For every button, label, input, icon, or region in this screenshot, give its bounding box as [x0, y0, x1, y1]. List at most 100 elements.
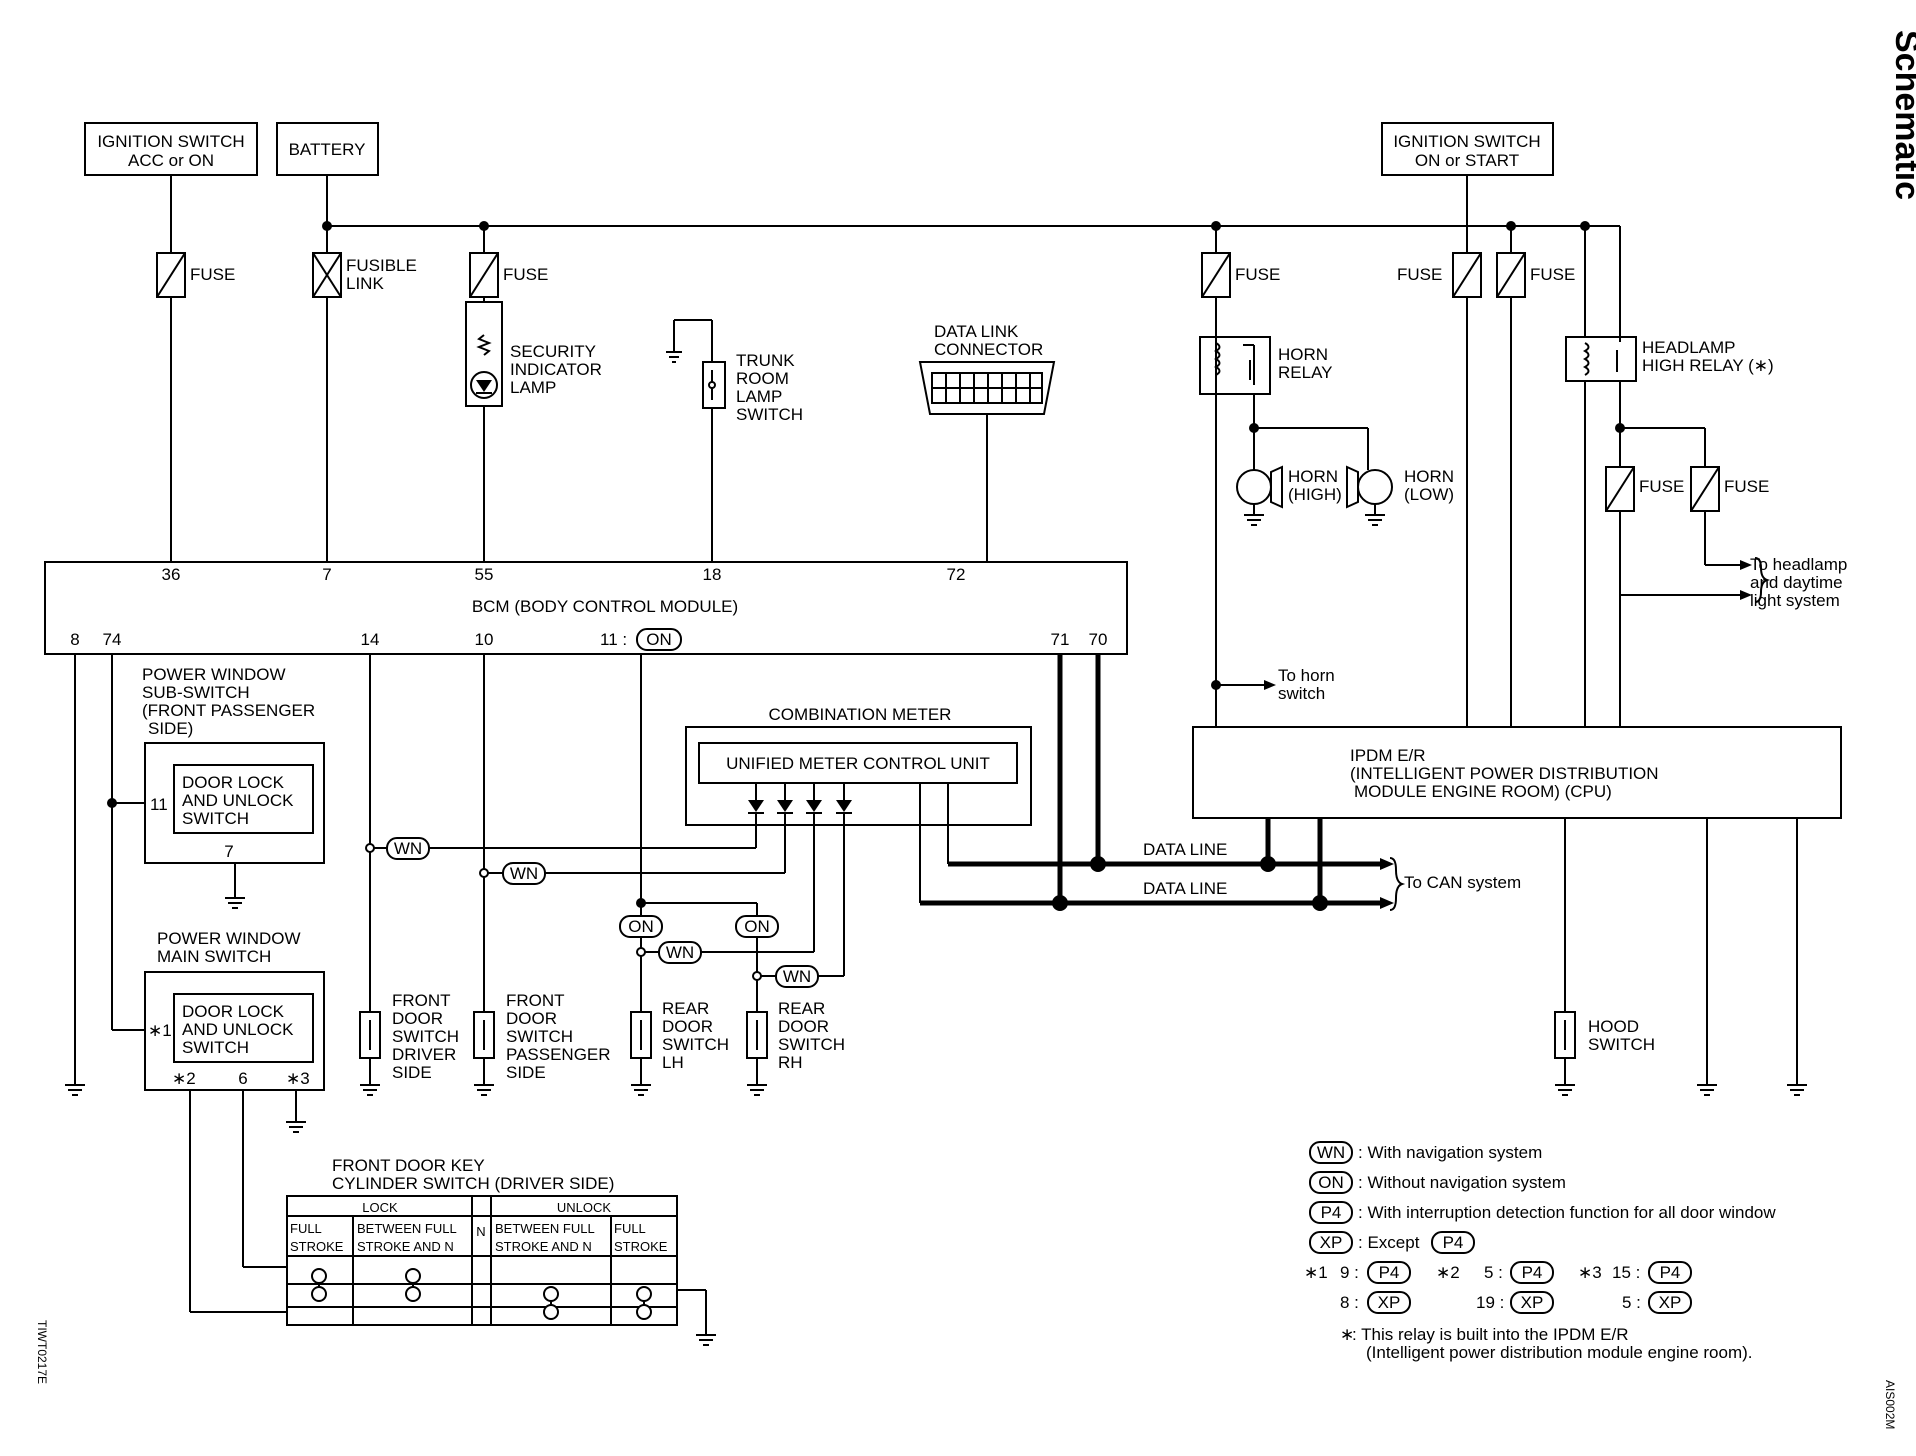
- svg-text:10: 10: [475, 630, 494, 649]
- svg-text:IGNITION SWITCH: IGNITION SWITCH: [97, 132, 244, 151]
- supply-wires: [322, 175, 1590, 727]
- svg-text:ON: ON: [744, 917, 770, 936]
- svg-text:71: 71: [1051, 630, 1070, 649]
- horn-relay: HORN RELAY: [1199, 336, 1333, 727]
- svg-text:BETWEEN FULL: BETWEEN FULL: [357, 1221, 457, 1236]
- svg-text:FUSE: FUSE: [1235, 265, 1280, 284]
- svg-text:WN: WN: [783, 967, 811, 986]
- svg-text:FUSE: FUSE: [1530, 265, 1575, 284]
- svg-text:XP: XP: [1320, 1233, 1343, 1252]
- svg-text:UNLOCK: UNLOCK: [557, 1200, 612, 1215]
- svg-text:: Except: : Except: [1358, 1233, 1420, 1252]
- svg-text:AND UNLOCK: AND UNLOCK: [182, 791, 294, 810]
- svg-text:UNIFIED METER CONTROL UNIT: UNIFIED METER CONTROL UNIT: [726, 754, 990, 773]
- svg-text:DOOR LOCK: DOOR LOCK: [182, 1002, 285, 1021]
- svg-text:FUSE: FUSE: [190, 265, 235, 284]
- svg-text:BATTERY: BATTERY: [289, 140, 366, 159]
- svg-text:72: 72: [947, 565, 966, 584]
- svg-text:ACC or ON: ACC or ON: [128, 151, 214, 170]
- svg-text:XP: XP: [1659, 1293, 1682, 1312]
- svg-text:5 :: 5 :: [1484, 1263, 1503, 1282]
- svg-text:IGNITION SWITCH: IGNITION SWITCH: [1393, 132, 1540, 151]
- svg-text:14: 14: [361, 630, 380, 649]
- svg-text:To headlamp: To headlamp: [1750, 555, 1847, 574]
- svg-text:POWER WINDOW: POWER WINDOW: [157, 929, 301, 948]
- svg-text:PASSENGER: PASSENGER: [506, 1045, 611, 1064]
- fuse-ign-2: FUSE: [1496, 252, 1575, 727]
- ignition-acc-box: IGNITION SWITCH ACC or ON: [84, 122, 258, 176]
- svg-text:ON: ON: [628, 917, 654, 936]
- svg-text:FUSE: FUSE: [503, 265, 548, 284]
- svg-text:36: 36: [162, 565, 181, 584]
- svg-text:REAR: REAR: [662, 999, 709, 1018]
- security-indicator-lamp: SECURITY INDICATOR LAMP: [465, 301, 602, 562]
- svg-text:STROKE AND N: STROKE AND N: [495, 1239, 592, 1254]
- rear-door-switch-lh: REAR DOOR SWITCH LH: [630, 999, 729, 1096]
- svg-text:STROKE: STROKE: [290, 1239, 344, 1254]
- svg-text:SECURITY: SECURITY: [510, 342, 596, 361]
- svg-text:RELAY: RELAY: [1278, 363, 1333, 382]
- svg-text:6: 6: [238, 1069, 247, 1088]
- svg-text:: This relay is built into the: : This relay is built into the IPDM E/R: [1352, 1325, 1629, 1344]
- svg-text:∗: ∗: [1340, 1325, 1354, 1344]
- svg-text:8: 8: [70, 630, 79, 649]
- svg-text:11: 11: [150, 795, 168, 814]
- svg-text:MODULE ENGINE ROOM) (CPU): MODULE ENGINE ROOM) (CPU): [1354, 782, 1612, 801]
- svg-text:∗3: ∗3: [1578, 1263, 1602, 1282]
- svg-text:SWITCH: SWITCH: [506, 1027, 573, 1046]
- svg-text:P4: P4: [1379, 1263, 1400, 1282]
- svg-text:FRONT DOOR KEY: FRONT DOOR KEY: [332, 1156, 485, 1175]
- svg-text:HORN: HORN: [1278, 345, 1328, 364]
- svg-text:DRIVER: DRIVER: [392, 1045, 456, 1064]
- svg-text:FUSE: FUSE: [1639, 477, 1684, 496]
- svg-text:ON: ON: [1318, 1173, 1344, 1192]
- power-window-sub-switch: POWER WINDOW SUB-SWITCH (FRONT PASSENGER…: [142, 665, 325, 909]
- rear-door-switch-rh: REAR DOOR SWITCH RH: [746, 999, 845, 1096]
- svg-text:HORN: HORN: [1404, 467, 1454, 486]
- headlamp-high-relay: HEADLAMP HIGH RELAY (∗) FUSE FUSE To hea…: [1565, 225, 1847, 727]
- svg-text:RH: RH: [778, 1053, 803, 1072]
- svg-text:5 :: 5 :: [1622, 1293, 1641, 1312]
- wn-wiring: WN WN ON ON WN WN: [365, 813, 845, 1012]
- svg-text:light system: light system: [1750, 591, 1840, 610]
- svg-text:SIDE: SIDE: [506, 1063, 546, 1082]
- fuse-security: FUSE: [469, 252, 548, 302]
- svg-text:WN: WN: [510, 864, 538, 883]
- front-door-switch-passenger: FRONT DOOR SWITCH PASSENGER SIDE: [473, 991, 611, 1096]
- svg-text:STROKE AND N: STROKE AND N: [357, 1239, 454, 1254]
- svg-text:BETWEEN FULL: BETWEEN FULL: [495, 1221, 595, 1236]
- svg-text:DOOR: DOOR: [506, 1009, 557, 1028]
- svg-text:FULL: FULL: [290, 1221, 322, 1236]
- svg-text:ON or START: ON or START: [1415, 151, 1519, 170]
- svg-text:19 :: 19 :: [1476, 1293, 1504, 1312]
- svg-text:FUSE: FUSE: [1724, 477, 1769, 496]
- svg-text:HORN: HORN: [1288, 467, 1338, 486]
- svg-text:SWITCH: SWITCH: [1588, 1035, 1655, 1054]
- figure-id: TIWT0217E: [35, 1320, 49, 1384]
- svg-text:(FRONT PASSENGER: (FRONT PASSENGER: [142, 701, 315, 720]
- svg-text:∗1: ∗1: [148, 1021, 172, 1040]
- svg-text:switch: switch: [1278, 684, 1325, 703]
- trunk-room-lamp-switch: TRUNK ROOM LAMP SWITCH: [666, 319, 803, 562]
- svg-text:∗3: ∗3: [286, 1069, 310, 1088]
- ipdm-module: IPDM E/R (INTELLIGENT POWER DISTRIBUTION…: [1192, 726, 1842, 1096]
- svg-text:WN: WN: [666, 943, 694, 962]
- svg-text:70: 70: [1089, 630, 1108, 649]
- svg-text:WN: WN: [1317, 1143, 1345, 1162]
- svg-text:SWITCH: SWITCH: [778, 1035, 845, 1054]
- svg-text:SWITCH: SWITCH: [662, 1035, 729, 1054]
- svg-text:DATA LINE: DATA LINE: [1143, 840, 1227, 859]
- svg-text:P4: P4: [1321, 1203, 1342, 1222]
- doc-code: AIS002M: [1883, 1380, 1897, 1429]
- svg-text:SWITCH: SWITCH: [182, 1038, 249, 1057]
- svg-text:CONNECTOR: CONNECTOR: [934, 340, 1043, 359]
- svg-text:FRONT: FRONT: [392, 991, 451, 1010]
- svg-text:P4: P4: [1443, 1233, 1464, 1252]
- fusible-link: FUSIBLE LINK: [312, 226, 417, 562]
- svg-text:8 :: 8 :: [1340, 1293, 1359, 1312]
- key-cylinder-switch: FRONT DOOR KEY CYLINDER SWITCH (DRIVER S…: [190, 1156, 716, 1346]
- svg-text:POWER WINDOW: POWER WINDOW: [142, 665, 286, 684]
- svg-text:and daytime: and daytime: [1750, 573, 1843, 592]
- svg-text:SWITCH: SWITCH: [736, 405, 803, 424]
- svg-text:REAR: REAR: [778, 999, 825, 1018]
